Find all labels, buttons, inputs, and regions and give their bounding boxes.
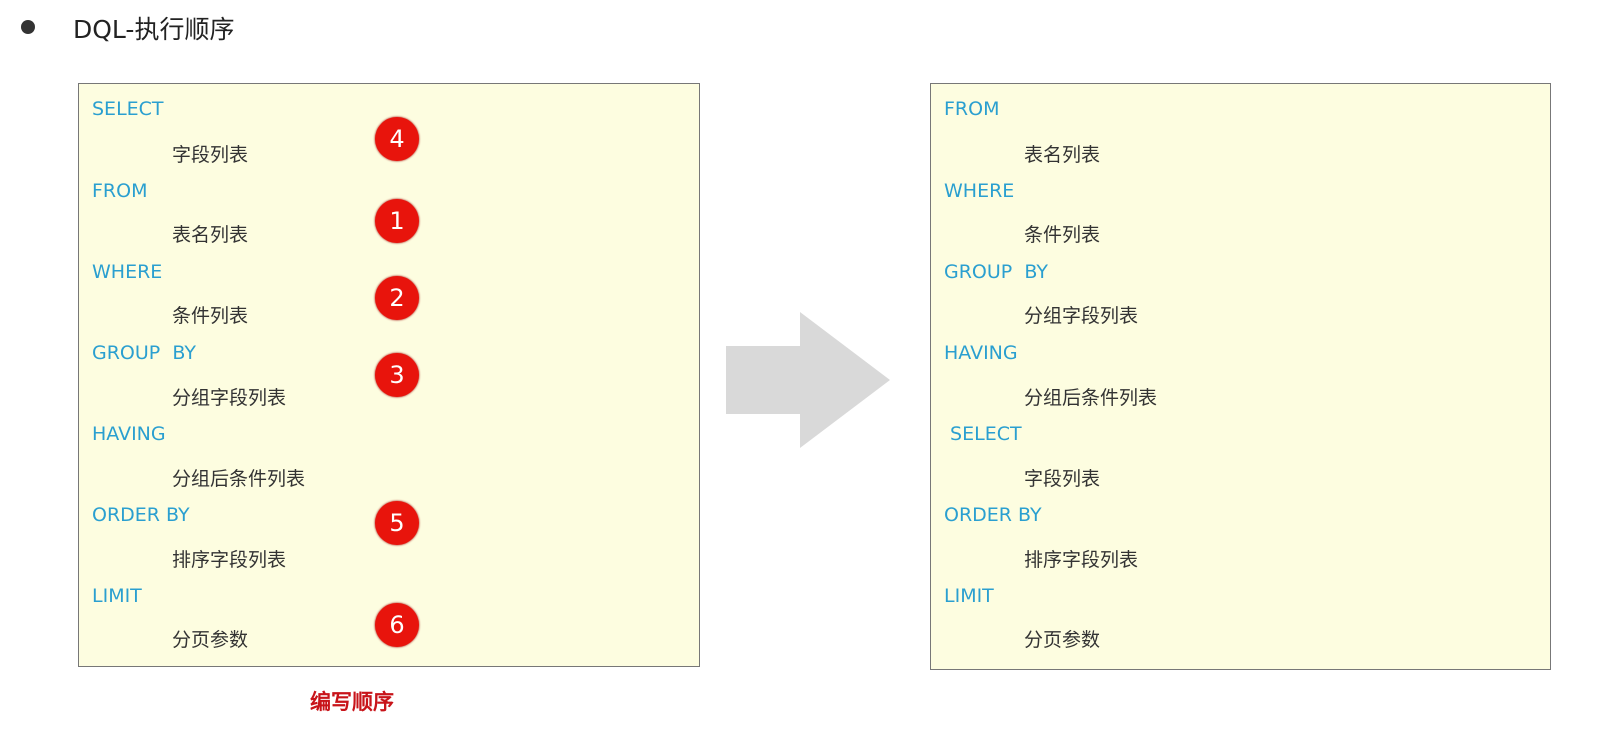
order-number-badge: 5: [375, 501, 419, 545]
writing-order-caption: 编写顺序: [310, 690, 394, 714]
clause-content: 分页参数: [1024, 629, 1101, 651]
clause-content: 条件列表: [1024, 224, 1101, 246]
clause-content: 表名列表: [1024, 144, 1101, 166]
sql-keyword: GROUP BY: [92, 342, 196, 364]
clause-content: 字段列表: [1024, 468, 1101, 490]
clause-content: 排序字段列表: [172, 549, 287, 571]
sql-keyword: SELECT: [944, 423, 1022, 445]
sql-keyword: WHERE: [944, 180, 1015, 202]
clause-content: 分页参数: [172, 629, 249, 651]
sql-keyword: SELECT: [92, 98, 164, 120]
execution-order-box: FROM 表名列表 WHERE 条件列表 GROUP BY 分组字段列表 HAVING 分组后…: [930, 83, 1551, 670]
clause-content: 字段列表: [172, 144, 249, 166]
sql-keyword: HAVING: [944, 342, 1018, 364]
order-number-badge: 3: [375, 353, 419, 397]
clause-content: 分组后条件列表: [1024, 387, 1158, 409]
sql-keyword: ORDER BY: [944, 504, 1042, 526]
bullet-icon: [21, 20, 35, 34]
sql-keyword: ORDER BY: [92, 504, 190, 526]
clause-content: 分组字段列表: [1024, 305, 1139, 327]
sql-keyword: GROUP BY: [944, 261, 1048, 283]
sql-keyword: FROM: [944, 98, 1000, 120]
slide-title: DQL-执行顺序: [73, 15, 235, 44]
right-arrow-icon: [726, 312, 890, 448]
sql-keyword: FROM: [92, 180, 148, 202]
order-number-badge: 1: [375, 199, 419, 243]
clause-content: 分组字段列表: [172, 387, 287, 409]
clause-content: 排序字段列表: [1024, 549, 1139, 571]
clause-content: 分组后条件列表: [172, 468, 306, 490]
clause-content: 条件列表: [172, 305, 249, 327]
order-number-badge: 4: [375, 117, 419, 161]
order-number-badge: 2: [375, 276, 419, 320]
order-number-badge: 6: [375, 603, 419, 647]
clause-content: 表名列表: [172, 224, 249, 246]
sql-keyword: LIMIT: [944, 585, 994, 607]
sql-keyword: HAVING: [92, 423, 166, 445]
sql-keyword: WHERE: [92, 261, 163, 283]
sql-keyword: LIMIT: [92, 585, 142, 607]
